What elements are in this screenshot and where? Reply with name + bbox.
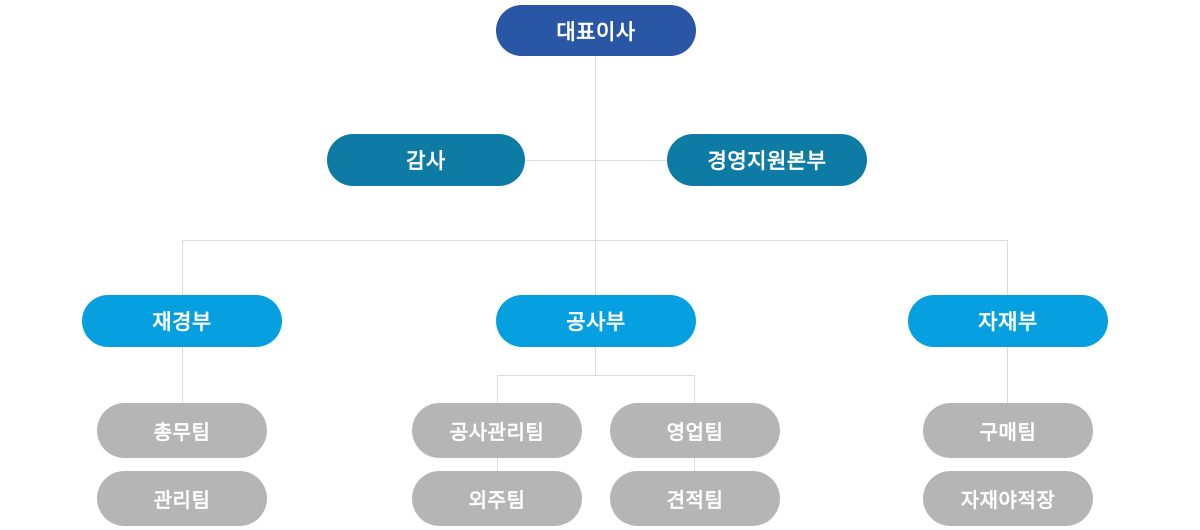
node-finance-dept-label: 재경부 [152,311,212,334]
node-purchasing-team: 구매팀 [923,403,1093,458]
connector-departments-horizontal [182,240,1008,241]
node-sales-team: 영업팀 [610,403,780,458]
node-general-affairs-team: 총무팀 [97,403,267,458]
node-management-support: 경영지원본부 [667,134,867,186]
node-admin-team: 관리팀 [97,471,267,526]
node-ceo: 대표이사 [496,5,696,56]
node-construction-mgmt-team: 공사관리팀 [412,403,582,458]
node-construction-dept-label: 공사부 [566,311,626,334]
node-general-affairs-team-label: 총무팀 [153,422,211,444]
connector-conmgmt-outsourcing [497,458,498,471]
node-material-yard: 자재야적장 [923,471,1093,526]
connector-construction-right-drop [694,375,695,403]
node-construction-mgmt-team-label: 공사관리팀 [449,422,545,444]
node-materials-dept-label: 자재부 [978,311,1038,334]
node-outsourcing-team: 외주팀 [412,471,582,526]
node-audit-label: 감사 [406,150,446,173]
connector-ceo-vertical [595,56,596,295]
connector-materials-drop [1007,240,1008,295]
connector-construction-horizontal [497,375,695,376]
connector-construction-stub [595,347,596,375]
node-finance-dept: 재경부 [82,295,282,347]
node-outsourcing-team-label: 외주팀 [468,490,526,512]
node-ceo-label: 대표이사 [556,20,636,44]
connector-construction-left-drop [497,375,498,403]
connector-materials-team [1007,347,1008,403]
node-sales-team-label: 영업팀 [666,422,724,444]
node-estimation-team-label: 견적팀 [666,490,724,512]
connector-finance-team [182,347,183,403]
connector-finance-drop [182,240,183,295]
node-purchasing-team-label: 구매팀 [979,422,1037,444]
node-materials-dept: 자재부 [908,295,1108,347]
connector-sales-estimation [694,458,695,471]
node-construction-dept: 공사부 [496,295,696,347]
node-material-yard-label: 자재야적장 [960,490,1056,512]
node-admin-team-label: 관리팀 [153,490,211,512]
node-audit: 감사 [327,134,525,186]
node-management-support-label: 경영지원본부 [707,150,827,173]
node-estimation-team: 견적팀 [610,471,780,526]
connector-audit-mgmt-horizontal [525,160,667,161]
